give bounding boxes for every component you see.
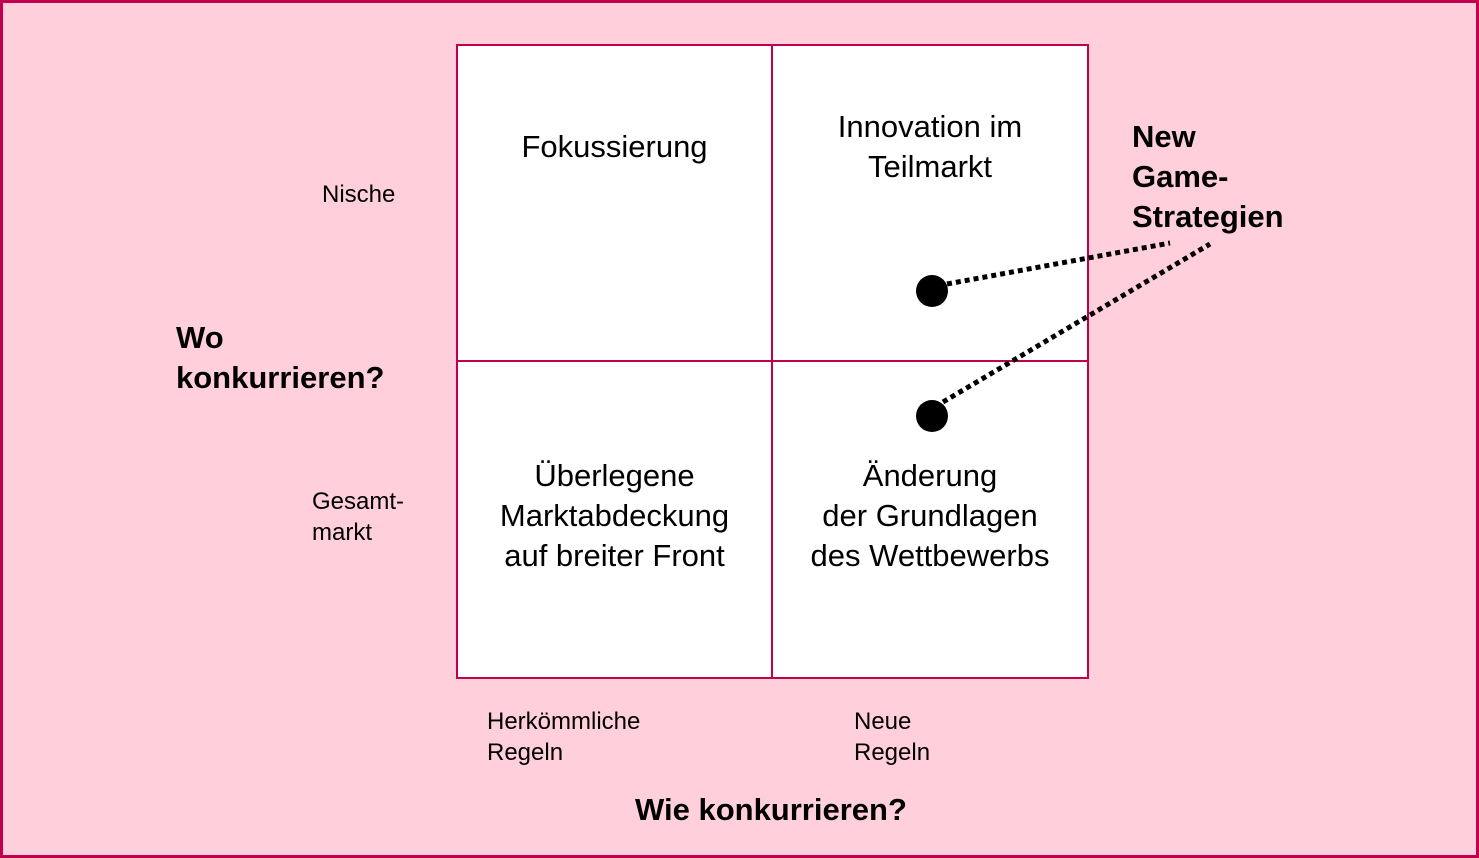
x-axis-right-label: Neue Regeln [854, 708, 931, 766]
y-axis-top-label: Nische [322, 181, 396, 208]
quadrant-top-right-label: Innovation im Teilmarkt [837, 109, 1023, 184]
x-axis-title: Wie konkurrieren? [635, 792, 907, 827]
y-axis-title: Wo konkurrieren? [176, 320, 385, 395]
x-axis-left-label: Herkömmliche Regeln [487, 708, 641, 766]
callout-label: New Game- Strategien [1132, 119, 1284, 234]
quadrant-bottom-right-label: Änderung der Grundlagen des Wettbewerbs [810, 458, 1050, 573]
quadrant-bottom-right: Änderung der Grundlagen des Wettbewerbs [771, 360, 1089, 679]
quadrant-bottom-left-label: Überlegene Marktabdeckung auf breiter Fr… [499, 458, 730, 573]
quadrant-top-left-label: Fokussierung [521, 129, 708, 164]
quadrant-top-left: Fokussierung [456, 44, 773, 362]
y-axis-bottom-label: Gesamt- markt [312, 488, 405, 546]
quadrant-bottom-left: Überlegene Marktabdeckung auf breiter Fr… [456, 360, 773, 679]
quadrant-top-right: Innovation im Teilmarkt [771, 44, 1089, 362]
